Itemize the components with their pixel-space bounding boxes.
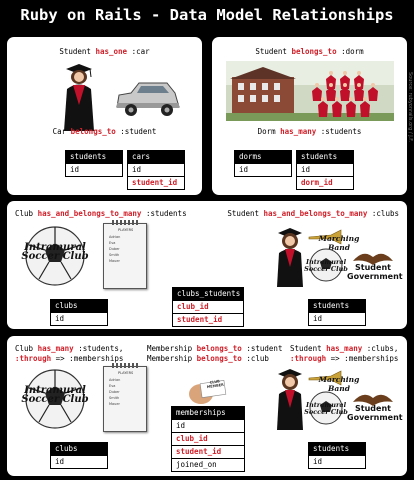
- caption-student-has-many-through: Student has_many :clubs, :through => :me…: [290, 344, 399, 363]
- caption-student-has-one: Student has_one :car: [59, 47, 150, 56]
- caption-club-has-many-through: Club has_many :students, :through => :me…: [15, 344, 124, 363]
- table-clubs-students: clubs_students club_id student_id: [172, 287, 244, 327]
- graduate-icon: [277, 228, 303, 287]
- panel-has-many-through: Club has_many :students, :through => :me…: [7, 336, 407, 476]
- table-header: clubs: [51, 443, 107, 455]
- caption-student-habtm: Student has_and_belongs_to_many :clubs: [227, 209, 399, 218]
- table-row: id: [66, 163, 122, 176]
- panel-habtm: Club has_and_belongs_to_many :students S…: [7, 201, 407, 329]
- soccer-ball-icon: [25, 369, 85, 429]
- table-row: id: [128, 163, 184, 176]
- clipboard-title: PLAYERS: [118, 371, 134, 375]
- table-row-foreign-key: student_id: [172, 445, 244, 458]
- clipboard-title: PLAYERS: [118, 228, 134, 232]
- table-students: students id dorm_id: [296, 150, 354, 190]
- credit-text: Source: rubyonrails.org / J.F.: [407, 72, 413, 142]
- soccer-ball-icon: [309, 391, 343, 425]
- table-students: students id: [308, 442, 366, 469]
- marching-band-logo: Marching Band: [318, 375, 360, 393]
- soccer-ball-icon: [25, 226, 85, 286]
- table-header: students: [309, 443, 365, 455]
- marching-band-logo: Marching Band: [318, 234, 360, 252]
- table-header: students: [297, 151, 353, 163]
- table-students: students id: [308, 299, 366, 326]
- membership-card-icon: [189, 380, 227, 404]
- table-row: id: [235, 163, 291, 176]
- table-row: id: [309, 312, 365, 325]
- table-memberships: memberships id club_id student_id joined…: [171, 406, 245, 472]
- trumpet-icon: [308, 229, 342, 245]
- table-row: id: [51, 312, 107, 325]
- table-row: id: [297, 163, 353, 176]
- table-row-foreign-key: club_id: [172, 432, 244, 445]
- trumpet-icon: [308, 370, 342, 386]
- table-header: cars: [128, 151, 184, 163]
- table-row-foreign-key: club_id: [173, 300, 243, 313]
- table-clubs: clubs id: [50, 299, 108, 326]
- table-dorms: dorms id: [234, 150, 292, 177]
- eagle-icon: [353, 253, 393, 265]
- eagle-icon: [353, 394, 393, 406]
- table-cars: cars id student_id: [127, 150, 185, 190]
- table-header: memberships: [172, 407, 244, 419]
- clipboard-rings: [112, 363, 138, 368]
- panel-has-one: Student has_one :car Car belongs_to :stu…: [7, 37, 202, 195]
- graduate-icon: [64, 64, 94, 131]
- panel-belongs-to: Student belongs_to :dorm Dorm has_many :…: [212, 37, 407, 195]
- table-header: students: [309, 300, 365, 312]
- table-header: clubs_students: [173, 288, 243, 300]
- caption-club-habtm: Club has_and_belongs_to_many :students: [15, 209, 187, 218]
- dorm-building-icon: [226, 61, 394, 121]
- table-row-foreign-key: student_id: [128, 176, 184, 189]
- table-row-foreign-key: dorm_id: [297, 176, 353, 189]
- table-students: students id: [65, 150, 123, 177]
- page-title: Ruby on Rails - Data Model Relationships: [20, 6, 394, 24]
- car-icon: [116, 82, 180, 116]
- graduate-icon: [277, 369, 303, 430]
- table-row: id: [172, 419, 244, 432]
- table-row-foreign-key: student_id: [173, 313, 243, 326]
- table-header: clubs: [51, 300, 107, 312]
- caption-membership-belongs-to: Membership belongs_to :student Membershi…: [147, 344, 283, 363]
- table-clubs: clubs id: [50, 442, 108, 469]
- caption-student-belongs-to: Student belongs_to :dorm: [255, 47, 364, 56]
- clipboard-rings: [112, 220, 138, 225]
- soccer-ball-icon: [309, 248, 343, 282]
- table-header: students: [66, 151, 122, 163]
- table-row: id: [309, 455, 365, 468]
- caption-dorm-has-many: Dorm has_many :students: [257, 127, 362, 136]
- caption-car-belongs-to: Car belongs_to :student: [52, 127, 157, 136]
- table-row: joined_on: [172, 458, 244, 471]
- table-row: id: [51, 455, 107, 468]
- table-header: dorms: [235, 151, 291, 163]
